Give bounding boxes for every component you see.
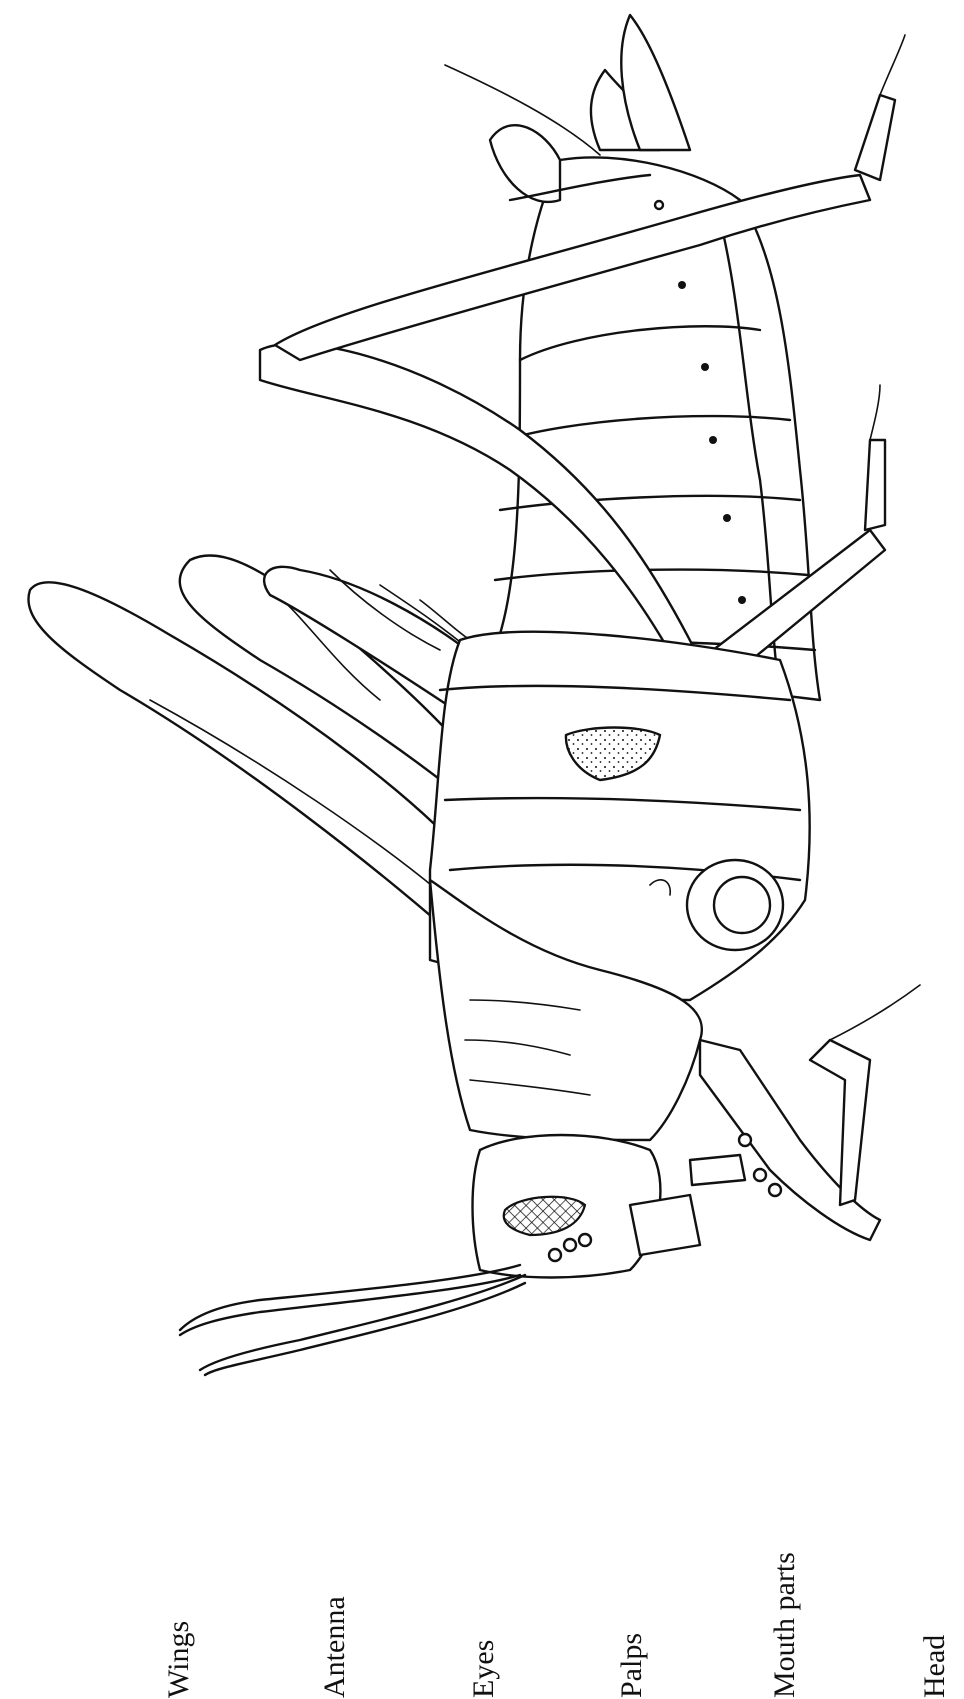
- wings: [28, 555, 495, 950]
- label-mouth-parts: Mouth parts: [768, 1552, 802, 1698]
- label-eyes: Eyes: [467, 1640, 501, 1698]
- antennae: [180, 1265, 525, 1375]
- label-palps: Palps: [615, 1633, 649, 1698]
- abdomen: [445, 15, 820, 700]
- head: [473, 1134, 782, 1278]
- label-wings: Wings: [162, 1621, 196, 1698]
- front-leg: [700, 985, 920, 1240]
- label-head: Head: [918, 1635, 952, 1698]
- label-antenna: Antenna: [318, 1596, 352, 1698]
